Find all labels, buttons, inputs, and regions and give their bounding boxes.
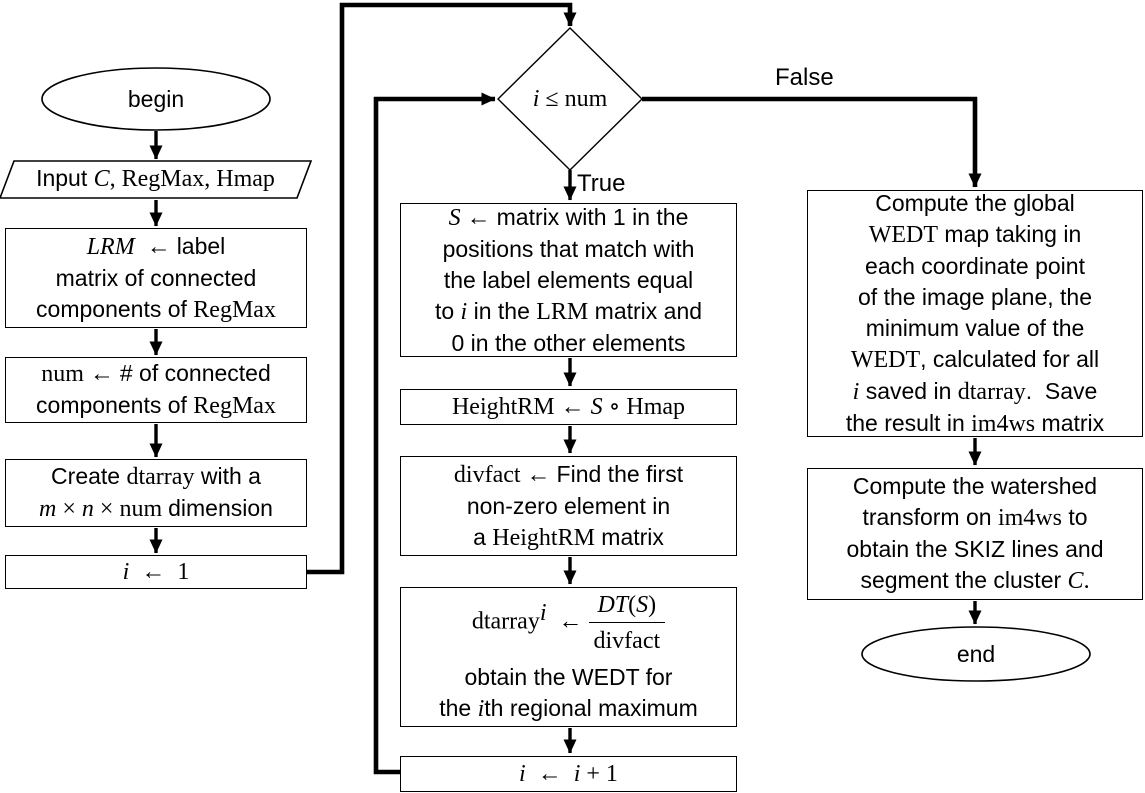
wedt-line: WEDT map taking in	[868, 220, 1082, 248]
wedt-process-node: Compute the global WEDT map taking in ea…	[807, 190, 1143, 437]
watershed-line: segment the cluster C.	[860, 567, 1090, 594]
smatrix-line: 0 in the other elements	[451, 329, 686, 356]
num-line: components of RegMax	[36, 392, 276, 419]
watershed-line: obtain the SKIZ lines and	[846, 536, 1104, 562]
divfact-process-node: divfact ← Find the first non-zero elemen…	[400, 456, 737, 556]
input-parallelogram-shape	[0, 160, 313, 199]
begin-terminator-shape	[41, 67, 271, 131]
watershed-line: transform on im4ws to	[862, 504, 1088, 531]
input-node: Input C, RegMax, Hmap	[0, 160, 311, 198]
input-label: Input C, RegMax, Hmap	[36, 165, 275, 192]
lrm-line: components of RegMax	[36, 295, 276, 323]
lrm-process-node: LRM ← label matrix of connected componen…	[5, 228, 307, 328]
end-terminator-shape	[861, 626, 1091, 682]
connector-inc-loop-to-cond-left	[373, 92, 496, 775]
create-dtarray-node: Create dtarray with a m × n × num dimens…	[5, 459, 307, 527]
connector-init-to-cond-top	[307, 2, 577, 575]
lrm-line: matrix of connected	[55, 264, 257, 291]
decision-label: i ≤ num	[532, 86, 608, 112]
num-process-node: num ← # of connected components of RegMa…	[5, 357, 307, 423]
divfact-line: non-zero element in	[466, 492, 671, 519]
dtarray-line: the ith regional maximum	[439, 695, 698, 722]
heightrm-process-node: HeightRM ← S ∘ Hmap	[400, 389, 737, 425]
dtarray-process-node: dtarrayi ←DT(S)divfact obtain the WEDT f…	[400, 587, 737, 727]
dtarray-line: obtain the WEDT for	[464, 664, 673, 690]
wedt-line: of the image plane, the	[858, 283, 1092, 310]
decision-node: i ≤ num	[500, 83, 640, 115]
wedt-line: Compute the global	[875, 189, 1075, 216]
smatrix-line: to i in the LRM matrix and	[434, 297, 703, 325]
smatrix-line: S ← matrix with 1 in the	[448, 203, 689, 231]
heightrm-line: HeightRM ← S ∘ Hmap	[451, 394, 686, 420]
smatrix-line: positions that match with	[442, 235, 695, 262]
wedt-line: i saved in dtarray. Save	[852, 377, 1098, 405]
divfact-line: a HeightRM matrix	[473, 523, 664, 551]
wedt-line: each coordinate point	[865, 252, 1085, 279]
watershed-process-node: Compute the watershed transform on im4ws…	[807, 468, 1143, 600]
dtarray-formula: dtarrayi ←DT(S)divfact	[472, 589, 666, 656]
lrm-line: LRM ← label	[86, 232, 226, 260]
end-label: end	[956, 640, 996, 667]
init-i-line: i ← 1	[122, 559, 190, 585]
increment-i-line: i ← i + 1	[519, 761, 618, 787]
begin-label: begin	[127, 85, 185, 112]
true-branch-label: True	[577, 170, 626, 197]
wedt-line: WEDT, calculated for all	[850, 345, 1100, 373]
watershed-line: Compute the watershed	[852, 473, 1098, 499]
begin-node: begin	[42, 69, 270, 129]
end-node: end	[862, 628, 1090, 680]
false-branch-label: False	[775, 64, 834, 91]
create-line: m × n × num dimension	[39, 495, 273, 522]
num-line: num ← # of connected	[41, 360, 271, 387]
create-line: Create dtarray with a	[51, 463, 261, 490]
wedt-line: the result in im4ws matrix	[845, 409, 1105, 437]
increment-i-node: i ← i + 1	[400, 756, 737, 792]
wedt-line: minimum value of the	[865, 314, 1085, 341]
divfact-line: divfact ← Find the first	[453, 460, 684, 488]
connector-cond-false-to-wedt	[642, 96, 982, 188]
init-i-node: i ← 1	[5, 555, 307, 589]
smatrix-process-node: S ← matrix with 1 in the positions that …	[400, 203, 737, 357]
smatrix-line: the label elements equal	[443, 266, 694, 293]
